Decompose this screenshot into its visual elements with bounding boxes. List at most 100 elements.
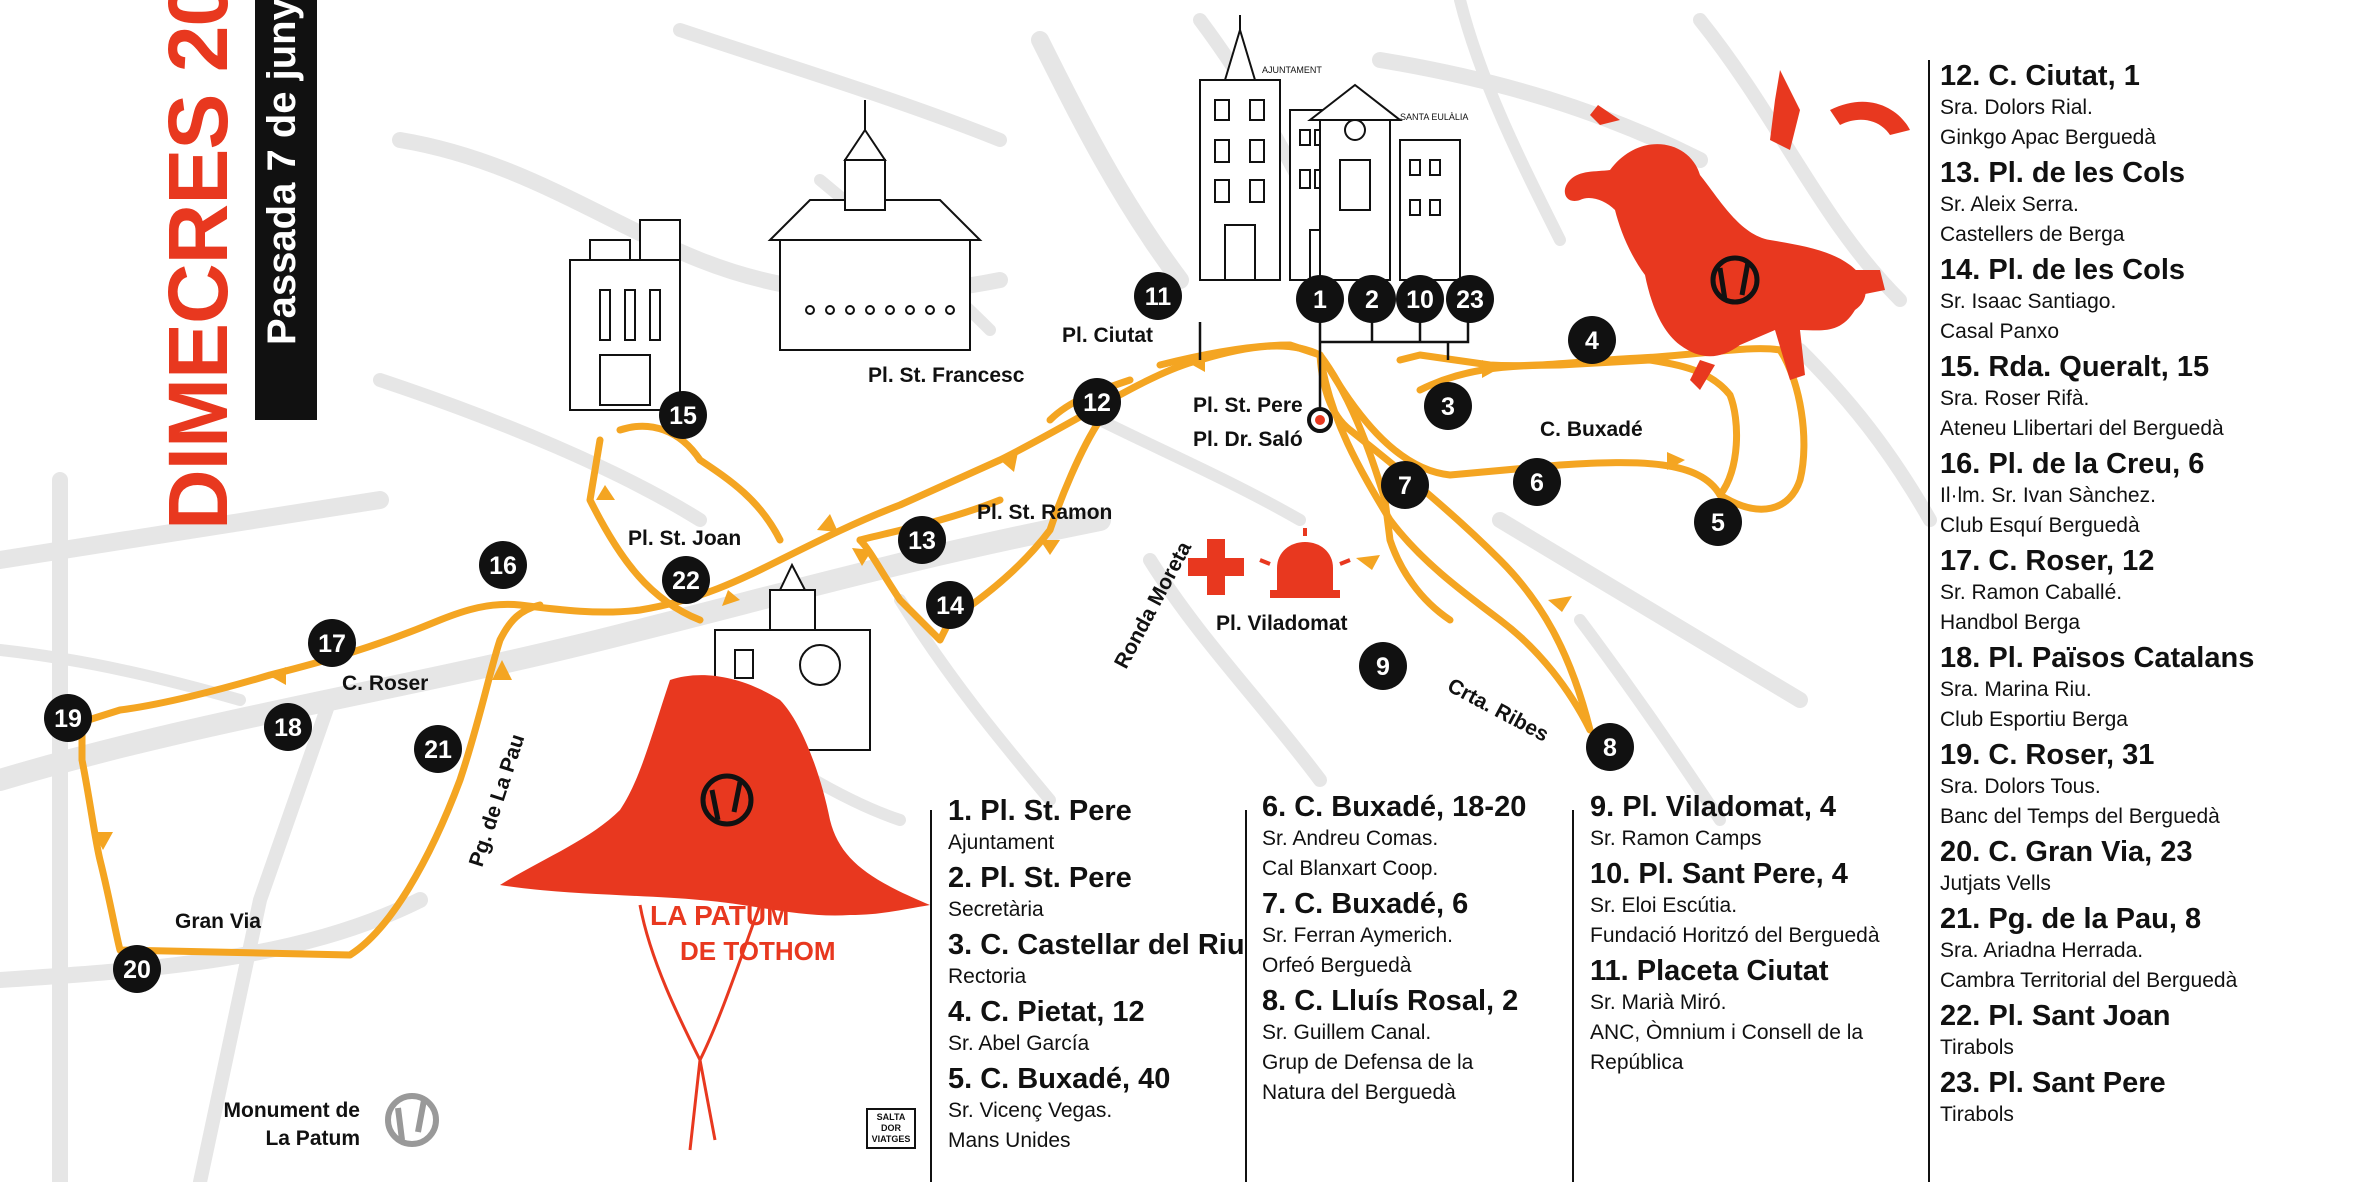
route-marker-number: 4 [1585,327,1599,355]
label-pl-ciutat: Pl. Ciutat [1062,324,1153,347]
route-arrow [722,590,740,606]
route-marker-circle [308,619,356,667]
legend-item-detail: Orfeó Berguedà [1262,954,1412,977]
legend-item-detail: República [1590,1051,1684,1074]
legend-item-title: 17. C. Roser, 12 [1940,545,2155,577]
route-marker: 14 [926,581,974,629]
label-gran-via: Gran Via [175,910,261,933]
legend-item-detail: Fundació Horitzó del Berguedà [1590,924,1880,947]
route-marker: 4 [1568,316,1616,364]
legend-item-title: 3. C. Castellar del Riu [948,929,1245,961]
route-marker-circle [113,945,161,993]
route-marker: 20 [113,945,161,993]
patum-hat-figure [500,675,930,1151]
legend-item-detail: Cambra Territorial del Berguedà [1940,969,2238,992]
route-marker: 6 [1513,458,1561,506]
legend-item-detail: Sr. Ramon Caballé. [1940,581,2123,604]
legend-item-detail: Secretària [948,898,1044,921]
legend-item-title: 20. C. Gran Via, 23 [1940,836,2193,868]
legend-item-detail: Tirabols [1940,1103,2014,1126]
legend-item-detail: Grup de Defensa de la [1262,1051,1474,1074]
logo-text-de-tothom: DE TOTHOM [680,936,836,966]
legend-item-detail: Sr. Eloi Escútia. [1590,894,1738,917]
route-marker-number: 2 [1365,286,1379,314]
patum-dragon-figure [1564,70,1910,390]
route-marker-circle [1296,275,1344,323]
route-marker: 3 [1424,382,1472,430]
sant-joan-church-sketch [569,219,681,411]
legend-item-title: 1. Pl. St. Pere [948,795,1132,827]
santa-eulalia-sketch-label: SANTA EULÀLIA [1400,112,1468,122]
legend-item-title: 19. C. Roser, 31 [1940,739,2155,771]
legend-item-detail: Sr. Abel García [948,1032,1090,1055]
label-pg-la-pau: Pg. de La Pau [465,731,529,869]
legend-item-detail: Sra. Ariadna Herrada. [1940,939,2144,962]
route-marker-circle [926,581,974,629]
route-marker: 16 [479,541,527,589]
monument-label: Monument de La Patum [200,1097,361,1153]
route-marker-number: 9 [1376,653,1390,681]
route-marker-number: 5 [1711,509,1725,537]
route-marker: 13 [898,516,946,564]
route-arrow [268,667,286,685]
legend-column-divider [1245,810,1247,1182]
route-marker: 10 [1396,275,1444,323]
legend-item: 4. C. Pietat, 12 Sr. Abel García [948,996,1245,1059]
legend-item-detail: Sra. Roser Rifà. [1940,387,2090,410]
illustrator-credit: SALTA DOR VIATGES [866,1108,916,1149]
route-marker: 22 [662,556,710,604]
route-marker-circle [1694,498,1742,546]
route-marker: 15 [659,391,707,439]
route-marker-number: 6 [1530,469,1544,497]
route-arrow [1667,452,1685,470]
route-arrow [817,514,838,532]
page-title: DIMECRES 20 h [151,0,245,530]
legend-item-detail: Sr. Ferran Aymerich. [1262,924,1454,947]
route-marker-number: 7 [1398,472,1412,500]
legend-item-detail: Sr. Aleix Serra. [1940,193,2079,216]
legend-item-title: 4. C. Pietat, 12 [948,996,1145,1028]
label-pl-st-pere: Pl. St. Pere [1193,394,1303,417]
legend-item-title: 9. Pl. Viladomat, 4 [1590,791,1837,823]
route-marker-circle [1586,723,1634,771]
route-marker-number: 3 [1441,393,1455,421]
label-pl-st-joan: Pl. St. Joan [628,527,741,550]
label-crta-ribes: Crta. Ribes [1444,674,1553,746]
legend-item-title: 7. C. Buxadé, 6 [1262,888,1469,920]
legend-item-detail: Club Esquí Berguedà [1940,514,2140,537]
page-subtitle: Passada 7 de juny [260,0,304,345]
route-marker-circle [1348,275,1396,323]
route-marker-number: 18 [274,714,302,742]
legend-item-detail: Cal Blanxart Coop. [1262,857,1439,880]
route-marker-number: 19 [54,705,82,733]
siren-icon [1259,528,1351,598]
route-marker-circle [659,391,707,439]
legend-item: 7. C. Buxadé, 6 Sr. Ferran Aymerich. Orfeó… [1262,888,1526,981]
route-marker: 1 [1296,275,1344,323]
pl-st-pere-connectors [1198,320,1470,410]
route-marker-circle [1359,642,1407,690]
route-marker-circle [1381,461,1429,509]
route-marker-number: 16 [489,552,517,580]
label-pl-dr-salo: Pl. Dr. Saló [1193,428,1303,451]
logo-text-la-patum: LA PATUM [650,900,789,931]
dragon-logo [1710,255,1760,305]
route-marker: 9 [1359,642,1407,690]
legend-item-detail: ANC, Òmnium i Consell de la [1590,1021,1864,1044]
route-marker-number: 11 [1145,283,1172,311]
legend-item-detail: Jutjats Vells [1940,872,2051,895]
first-aid-icon [1188,539,1244,595]
